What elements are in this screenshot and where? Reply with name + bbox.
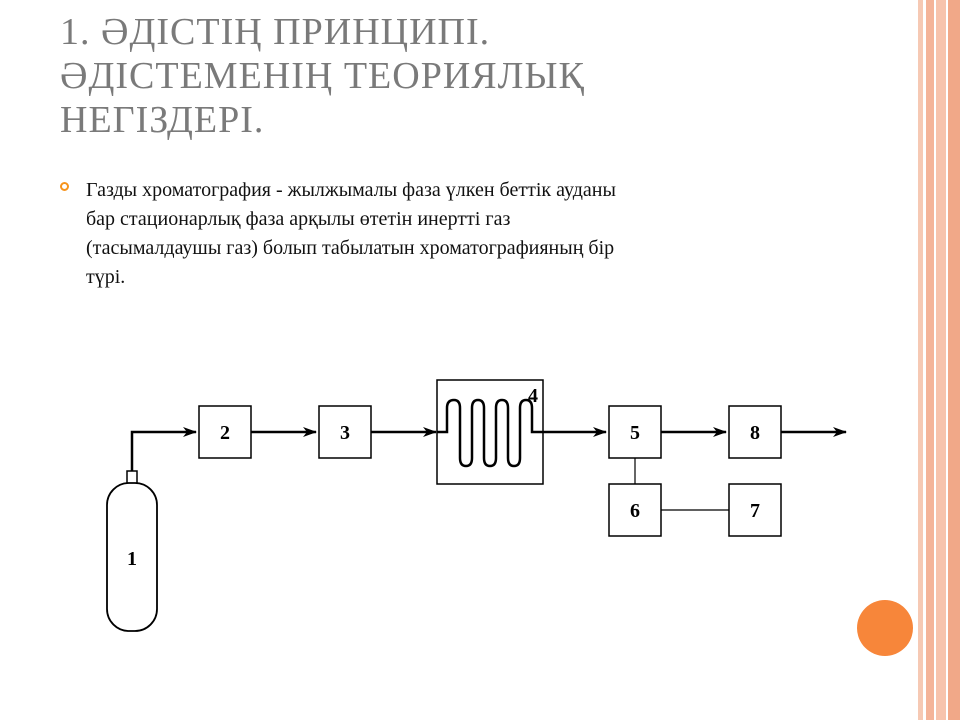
column-4: 4 <box>436 379 544 485</box>
coiled-column-icon <box>437 398 543 468</box>
box-7: 7 <box>728 483 782 537</box>
title-line-1: 1. ӘДІСТІҢ ПРИНЦИПІ. <box>60 11 491 53</box>
bullet-line-1: Газды хроматография - жылжымалы фаза үлк… <box>86 179 616 201</box>
box-7-label: 7 <box>750 500 760 522</box>
bullet-line-2: бар стационарлық фаза арқылы өтетін инер… <box>86 208 511 230</box>
gas-cylinder: 1 <box>106 470 158 632</box>
bullet-icon <box>60 182 69 191</box>
column-label: 4 <box>528 385 538 407</box>
box-8: 8 <box>728 405 782 459</box>
title-line-2: ӘДІСТЕМЕНІҢ ТЕОРИЯЛЫҚ <box>60 55 585 97</box>
box-3: 3 <box>318 405 372 459</box>
slide-title: 1. ӘДІСТІҢ ПРИНЦИПІ. ӘДІСТЕМЕНІҢ ТЕОРИЯЛ… <box>60 10 880 142</box>
box-3-label: 3 <box>340 422 350 444</box>
title-line-3: НЕГІЗДЕРІ. <box>60 99 265 141</box>
cylinder-label: 1 <box>127 548 137 570</box>
box-5: 5 <box>608 405 662 459</box>
box-2-label: 2 <box>220 422 230 444</box>
bullet-line-3: (тасымалдаушы газ) болып табылатын хрома… <box>86 237 615 259</box>
box-6: 6 <box>608 483 662 537</box>
bullet-line-4: түрі. <box>86 266 126 288</box>
pipe-1-2 <box>130 427 197 471</box>
box-5-label: 5 <box>630 422 640 444</box>
box-8-label: 8 <box>750 422 760 444</box>
box-6-label: 6 <box>630 500 640 522</box>
box-2: 2 <box>198 405 252 459</box>
bullet-text: Газды хроматография - жылжымалы фаза үлк… <box>86 176 846 292</box>
